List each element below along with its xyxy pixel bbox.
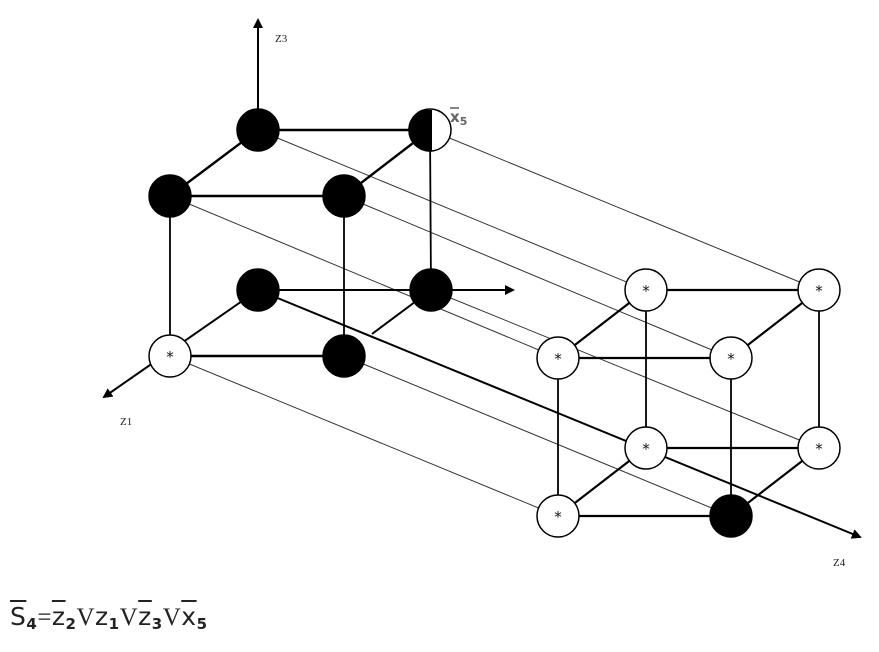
svg-text:x5: x5 — [450, 108, 467, 128]
formula-z3: z — [138, 602, 152, 631]
guide-line — [430, 289, 820, 449]
vertex-filled — [709, 494, 753, 538]
formula-s-sub: 4 — [26, 615, 38, 633]
right-cube-vertices: * * * * * * * — [536, 268, 841, 538]
axis-z4 — [257, 289, 862, 539]
guide-line — [429, 129, 820, 291]
right-cube-edges — [557, 288, 820, 518]
vertex-star: * — [536, 494, 580, 538]
star-mark: * — [554, 350, 562, 368]
formula-or-1: V — [76, 604, 96, 631]
vertex-star: * — [624, 426, 668, 470]
corner-label-base: x — [450, 108, 460, 126]
vertex-filled — [236, 268, 280, 312]
formula-or-3: V — [162, 604, 182, 631]
vertex-star: * — [148, 334, 192, 378]
vertex-filled — [322, 174, 366, 218]
formula-z1-sub: 1 — [108, 615, 120, 633]
star-mark: * — [815, 282, 823, 300]
guide-line — [169, 355, 559, 517]
vertex-filled — [148, 174, 192, 218]
star-mark: * — [815, 440, 823, 458]
formula-x5-sub: 5 — [196, 615, 208, 633]
vertex-star: * — [709, 336, 753, 380]
left-cube-edges — [169, 128, 432, 358]
star-mark: * — [642, 282, 650, 300]
guide-line — [343, 195, 732, 359]
guide-line — [257, 129, 647, 291]
vertex-filled — [322, 334, 366, 378]
corner-label-sub: 5 — [460, 115, 468, 128]
vertex-filled — [409, 268, 453, 312]
guide-line — [343, 355, 732, 517]
boolean-formula: S4=z2Vz1Vz3Vx5 — [10, 602, 208, 633]
hypercube-diagram: * * * * * * * * — [102, 18, 862, 569]
star-mark: * — [166, 348, 174, 366]
formula-z2-sub: 2 — [65, 615, 77, 633]
axes — [102, 18, 862, 539]
formula-equals: = — [37, 604, 52, 631]
corner-label-x5: x5 — [450, 107, 467, 128]
vertex-star: * — [536, 336, 580, 380]
axis-label-z1: Z1 — [120, 416, 132, 428]
formula-z2: z — [51, 602, 66, 631]
vertex-filled — [236, 108, 280, 152]
vertex-half-filled — [408, 108, 452, 152]
vertex-star: * — [797, 426, 841, 470]
star-mark: * — [554, 508, 562, 526]
axis-label-z4: Z4 — [833, 557, 846, 569]
left-cube-vertices: * — [148, 108, 453, 378]
formula-z1: z — [95, 602, 109, 631]
star-mark: * — [642, 440, 650, 458]
formula-x5: x — [181, 602, 197, 631]
vertex-star: * — [797, 268, 841, 312]
formula-z3-sub: 3 — [151, 615, 163, 633]
guide-line — [169, 195, 559, 359]
formula-or-2: V — [119, 604, 139, 631]
axis-label-z3: Z3 — [275, 33, 288, 45]
formula-s: S — [10, 602, 27, 631]
cube-edge — [429, 129, 432, 291]
vertex-star: * — [624, 268, 668, 312]
star-mark: * — [727, 350, 735, 368]
guide-lines — [169, 129, 820, 517]
